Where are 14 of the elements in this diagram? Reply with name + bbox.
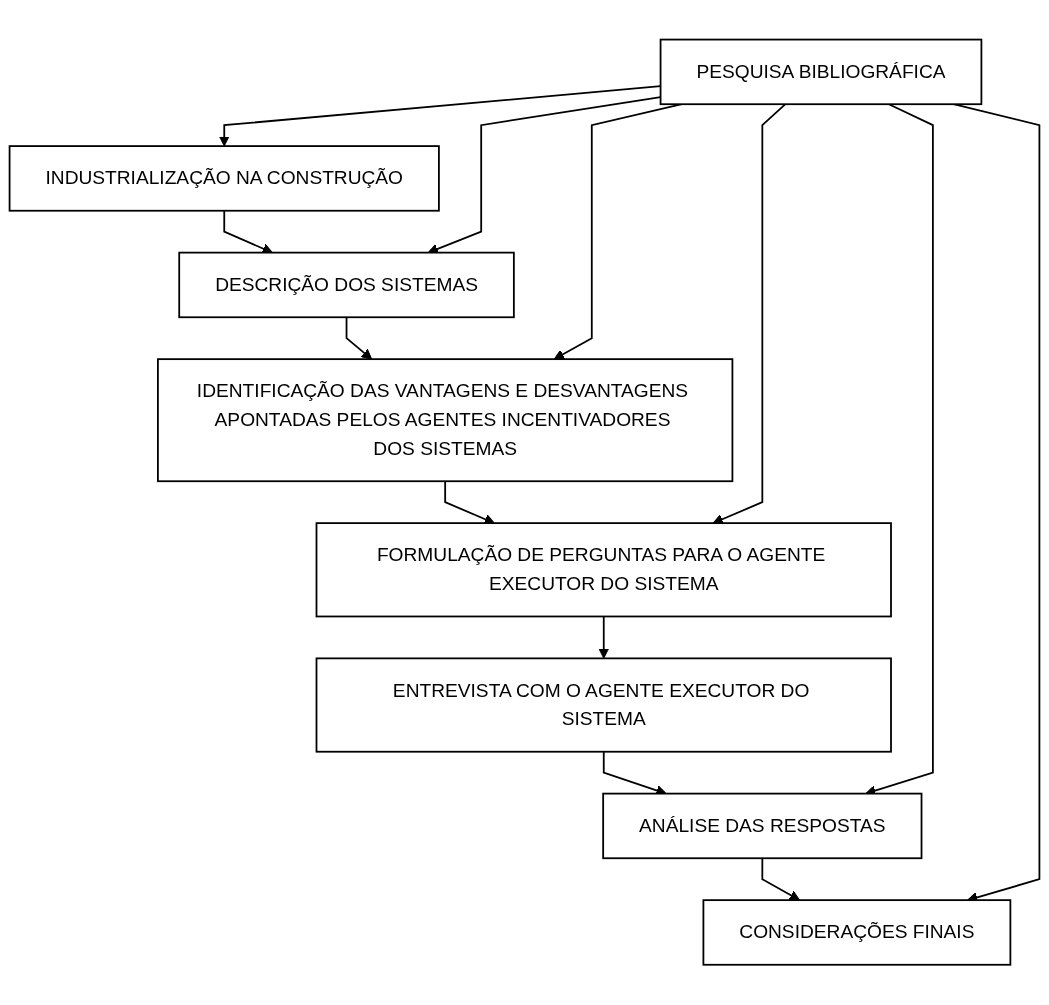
node-box: FORMULAÇÃO DE PERGUNTAS PARA O AGENTE EXECUTOR DO SISTEMA: [315, 522, 892, 618]
arrow: [345, 316, 373, 360]
arrow: [761, 857, 800, 901]
arrow: [712, 103, 787, 525]
arrow: [223, 210, 273, 254]
node-box: IDENTIFICAÇÃO DAS VANTAGENS E DESVANTAGENS APONTADAS PELOS AGENTES INCENTIVADORES DOS SISTEMAS: [157, 358, 734, 483]
node-box: INDUSTRIALIZAÇÃO NA CONSTRUÇÃO: [8, 145, 440, 212]
node-box: DESCRIÇÃO DOS SISTEMAS: [178, 252, 515, 319]
node-box: ANÁLISE DAS RESPOSTAS: [602, 793, 923, 860]
node-box: CONSIDERAÇÕES FINAIS: [702, 899, 1012, 966]
node-box: ENTREVISTA COM O AGENTE EXECUTOR DO SISTEMA: [315, 657, 892, 753]
arrow: [444, 480, 495, 525]
arrow: [598, 615, 609, 660]
node-box: PESQUISA BIBLIOGRÁFICA: [659, 39, 983, 106]
